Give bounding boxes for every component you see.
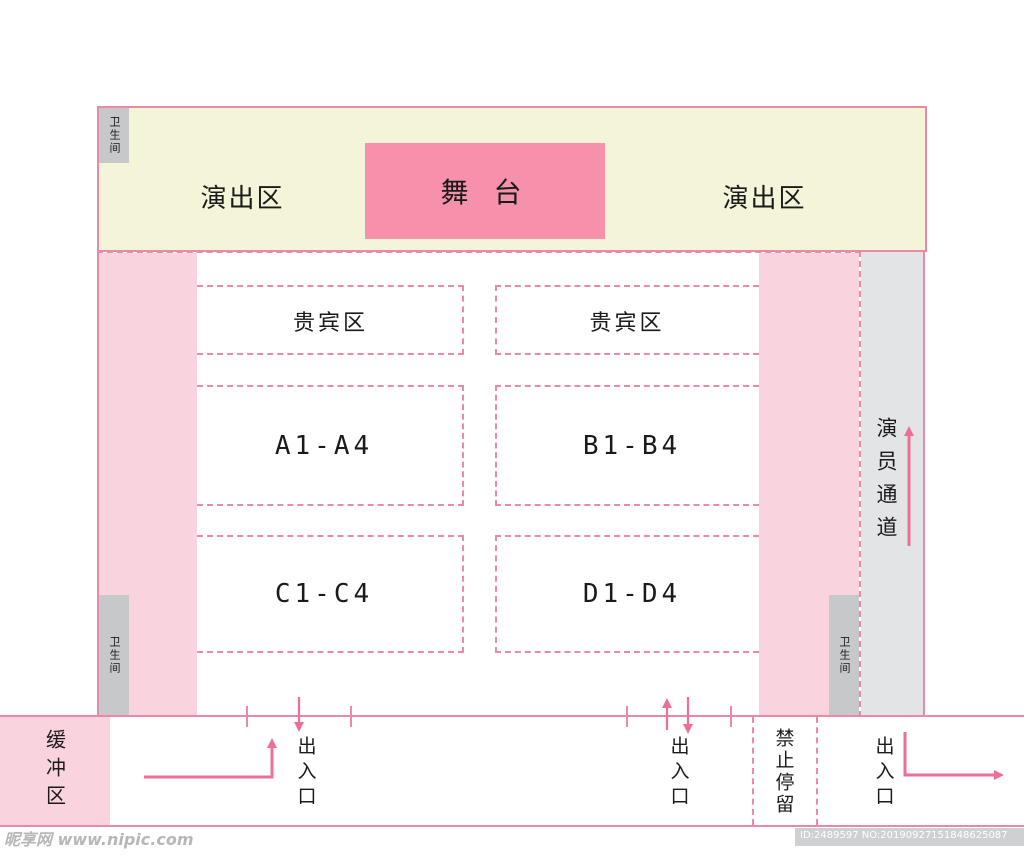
restroom-bottom-left bbox=[99, 595, 129, 715]
watermark-left: 昵享网 www.nipic.com bbox=[4, 830, 194, 849]
block-d bbox=[495, 535, 759, 653]
block-b-label: B1-B4 bbox=[582, 430, 682, 461]
buffer-flow-arrow bbox=[144, 738, 277, 779]
watermark-right-bg bbox=[795, 828, 1024, 846]
flow-arrows bbox=[144, 426, 1004, 780]
restroom-top-left bbox=[99, 108, 129, 163]
no-parking-label: 禁止停留 bbox=[772, 728, 795, 816]
block-c-label: C1-C4 bbox=[274, 579, 374, 609]
block-a bbox=[197, 385, 464, 506]
restroom-bottom-left-label: 卫生间 bbox=[108, 635, 121, 675]
entrance-1-label[interactable]: 出入口 bbox=[294, 735, 317, 811]
block-d-label: D1-D4 bbox=[582, 579, 682, 609]
entrance-3-label[interactable]: 出入口 bbox=[872, 735, 895, 811]
watermark-right: ID:2489597 NO:20190927151848625087 bbox=[800, 830, 1008, 841]
vip-right-label: 贵宾区 bbox=[589, 311, 665, 336]
exit-flow-arrow bbox=[903, 732, 1004, 780]
actor-channel bbox=[861, 252, 925, 716]
restroom-bottom-right-label: 卫生间 bbox=[838, 635, 851, 675]
entrance-2-label[interactable]: 出入口 bbox=[667, 735, 690, 811]
block-b bbox=[495, 385, 759, 506]
buffer-zone-label: 缓冲区 bbox=[42, 729, 67, 813]
no-parking-zone bbox=[752, 717, 818, 825]
block-c bbox=[197, 535, 464, 653]
actor-channel-label: 演员通道 bbox=[874, 416, 898, 549]
vip-left-label: 贵宾区 bbox=[292, 311, 368, 336]
vip-left-block bbox=[197, 285, 464, 355]
restroom-bottom-right bbox=[829, 595, 859, 715]
block-a-label: A1-A4 bbox=[274, 430, 374, 461]
buffer-zone bbox=[0, 717, 110, 825]
wall-segments bbox=[129, 706, 1024, 727]
stage-label: 舞 台 bbox=[440, 176, 530, 209]
vip-right-block bbox=[495, 285, 759, 355]
performance-area-left-label: 演出区 bbox=[200, 183, 285, 214]
restroom-top-left-label: 卫生间 bbox=[108, 116, 121, 155]
performance-area-right-label: 演出区 bbox=[722, 183, 807, 214]
stage bbox=[365, 143, 605, 239]
